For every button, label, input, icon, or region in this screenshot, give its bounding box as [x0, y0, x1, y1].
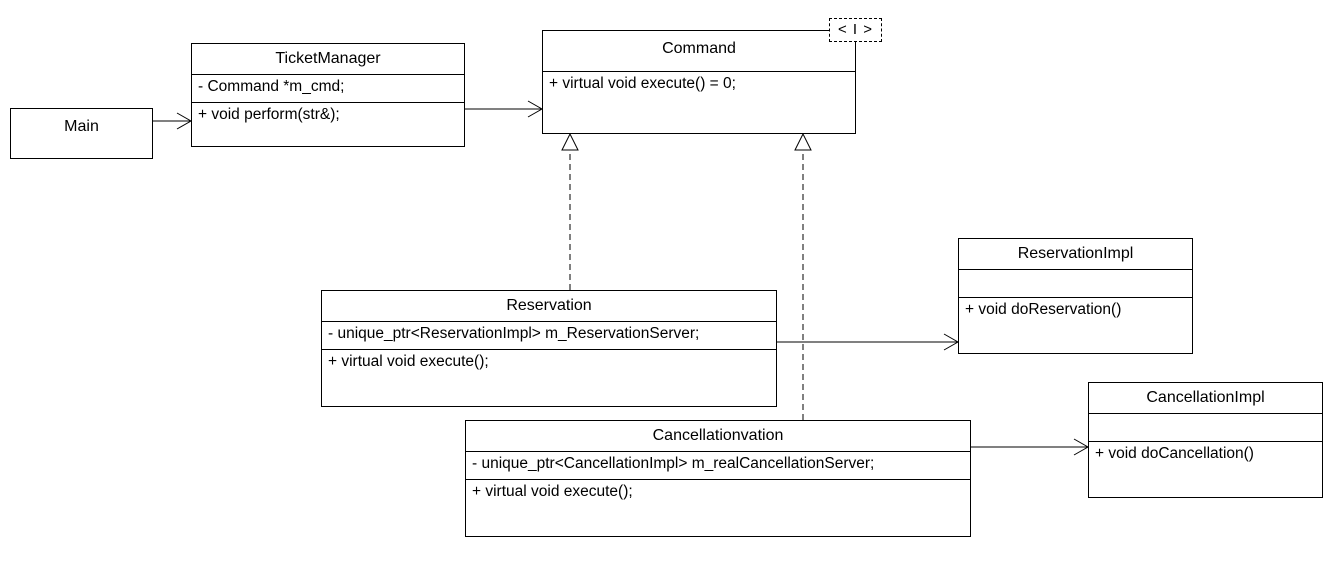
class-name: Reservation: [506, 297, 592, 314]
edge-cancellation-realizes-command: [794, 132, 812, 420]
operation: + virtual void execute();: [472, 483, 633, 500]
class-cancellation[interactable]: Cancellationvation - unique_ptr<Cancella…: [465, 420, 971, 537]
class-reservation[interactable]: Reservation - unique_ptr<ReservationImpl…: [321, 290, 777, 407]
operation: + void doCancellation(): [1095, 445, 1254, 462]
edge-main-ticketmanager: [153, 112, 193, 130]
class-name: Cancellationvation: [652, 427, 784, 444]
class-name: TicketManager: [275, 50, 381, 67]
operation: + virtual void execute() = 0;: [549, 75, 736, 92]
attributes-section: - unique_ptr<ReservationImpl> m_Reservat…: [322, 321, 776, 349]
operation: + void perform(str&);: [198, 106, 340, 123]
class-name: Command: [662, 40, 736, 57]
attribute: - unique_ptr<ReservationImpl> m_Reservat…: [328, 325, 700, 342]
class-ticket-manager[interactable]: TicketManager - Command *m_cmd; + void p…: [191, 43, 465, 147]
edge-reservation-realizes-command: [561, 132, 579, 290]
attributes-section: - Command *m_cmd;: [192, 74, 464, 102]
class-command[interactable]: Command + virtual void execute() = 0;: [542, 30, 856, 134]
edge-ticketmanager-command: [465, 100, 544, 118]
operations-section: + void doReservation(): [959, 297, 1192, 320]
operations-section: + virtual void execute();: [322, 349, 776, 372]
interface-stereotype: < I >: [829, 18, 882, 42]
operations-section: + virtual void execute() = 0;: [543, 71, 855, 94]
class-cancellation-impl[interactable]: CancellationImpl + void doCancellation(): [1088, 382, 1323, 498]
attribute: - Command *m_cmd;: [198, 78, 345, 95]
attributes-section: - unique_ptr<CancellationImpl> m_realCan…: [466, 451, 970, 479]
class-name: Main: [64, 118, 99, 135]
attribute: - unique_ptr<CancellationImpl> m_realCan…: [472, 455, 875, 472]
class-reservation-impl[interactable]: ReservationImpl + void doReservation(): [958, 238, 1193, 354]
operation: + virtual void execute();: [328, 353, 489, 370]
edge-reservation-reservationimpl: [777, 333, 960, 351]
class-name: CancellationImpl: [1146, 389, 1265, 406]
attributes-section: [959, 269, 1192, 297]
operation: + void doReservation(): [965, 301, 1122, 318]
class-main[interactable]: Main: [10, 108, 153, 159]
attributes-section: [1089, 413, 1322, 441]
operations-section: + void perform(str&);: [192, 102, 464, 125]
edge-cancellation-cancellationimpl: [971, 438, 1090, 456]
operations-section: + virtual void execute();: [466, 479, 970, 502]
operations-section: + void doCancellation(): [1089, 441, 1322, 464]
class-name: ReservationImpl: [1017, 245, 1134, 262]
